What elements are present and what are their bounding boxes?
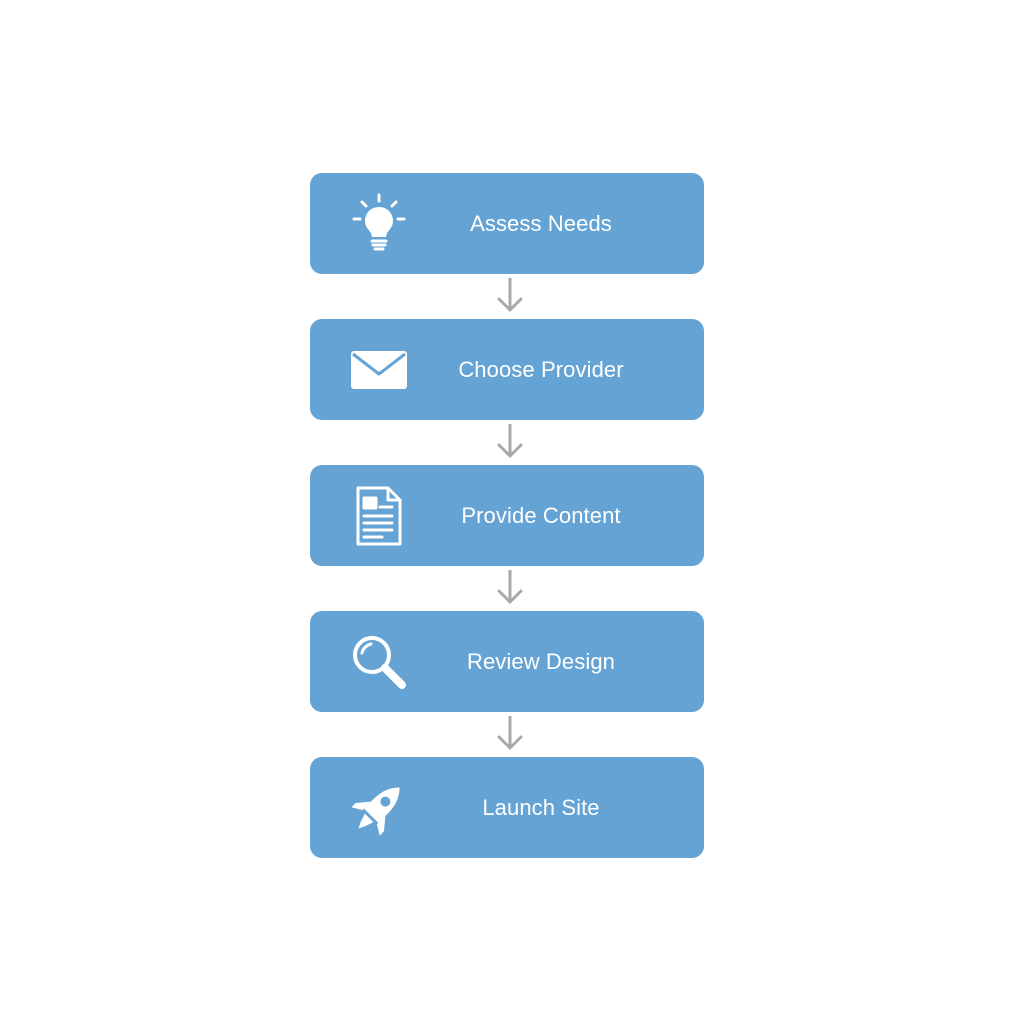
step-assess-needs: Assess Needs	[310, 173, 704, 274]
step-launch-site: Launch Site	[310, 757, 704, 858]
step-label: Provide Content	[461, 502, 621, 528]
step-label: Review Design	[466, 648, 616, 674]
step-choose-provider: Choose Provider	[310, 319, 704, 420]
magnifier-icon	[348, 631, 410, 693]
connector-arrow	[310, 712, 704, 757]
step-label: Choose Provider	[458, 356, 624, 382]
step-review-design: Review Design	[310, 611, 704, 712]
lightbulb-icon	[348, 193, 410, 255]
process-flow: Assess Needs Choose Provider	[310, 173, 704, 858]
connector-arrow	[310, 420, 704, 465]
envelope-icon	[348, 339, 410, 401]
connector-arrow	[310, 566, 704, 611]
step-provide-content: Provide Content	[310, 465, 704, 566]
step-label: Assess Needs	[470, 210, 612, 236]
rocket-icon	[348, 777, 410, 839]
document-icon	[348, 485, 410, 547]
connector-arrow	[310, 274, 704, 319]
step-label: Launch Site	[482, 794, 600, 820]
